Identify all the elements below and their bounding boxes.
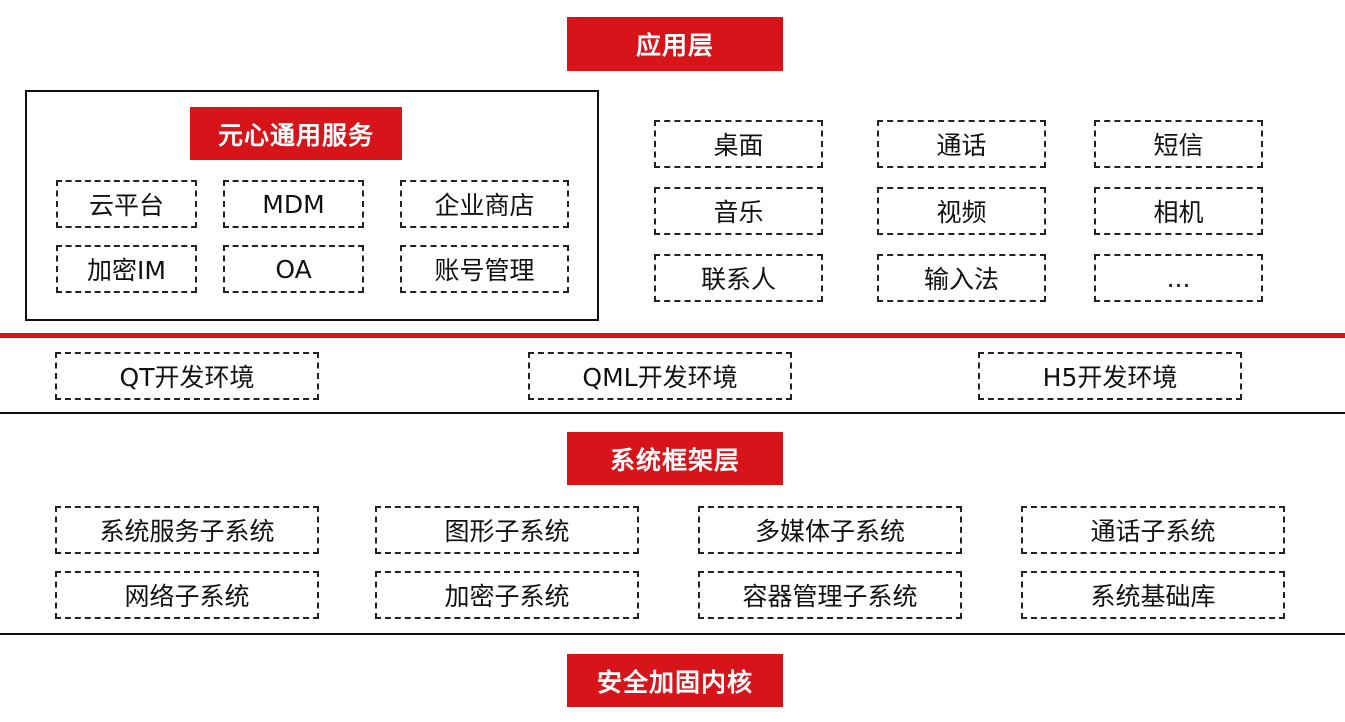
subsystem-system-services: 系统服务子系统	[55, 506, 319, 554]
app-desktop: 桌面	[654, 120, 823, 168]
app-camera: 相机	[1094, 187, 1263, 235]
app-video: 视频	[877, 187, 1046, 235]
service-enterprise-store: 企业商店	[400, 180, 569, 228]
app-input-method: 输入法	[877, 254, 1046, 302]
service-account-management: 账号管理	[400, 245, 569, 293]
yuanxin-services-title: 元心通用服务	[190, 107, 402, 160]
framework-layer-divider	[0, 633, 1345, 635]
kernel-layer-label: 安全加固内核	[567, 654, 783, 707]
subsystem-graphics: 图形子系统	[375, 506, 639, 554]
subsystem-call: 通话子系统	[1021, 506, 1285, 554]
subsystem-network: 网络子系统	[55, 571, 319, 619]
app-contacts: 联系人	[654, 254, 823, 302]
app-sms: 短信	[1094, 120, 1263, 168]
service-encrypted-im: 加密IM	[56, 245, 197, 293]
subsystem-system-base-library: 系统基础库	[1021, 571, 1285, 619]
subsystem-multimedia: 多媒体子系统	[698, 506, 962, 554]
yuanxin-services-frame	[25, 90, 599, 321]
dev-env-qt: QT开发环境	[55, 352, 319, 400]
subsystem-container-management: 容器管理子系统	[698, 571, 962, 619]
service-oa: OA	[223, 245, 364, 293]
framework-layer-label: 系统框架层	[567, 432, 783, 485]
service-cloud-platform: 云平台	[56, 180, 197, 228]
application-layer-label: 应用层	[567, 17, 783, 71]
application-layer-divider	[0, 333, 1345, 338]
app-call: 通话	[877, 120, 1046, 168]
app-music: 音乐	[654, 187, 823, 235]
dev-env-qml: QML开发环境	[528, 352, 792, 400]
service-mdm: MDM	[223, 180, 364, 228]
dev-env-divider	[0, 412, 1345, 414]
app-more: ...	[1094, 254, 1263, 302]
subsystem-encryption: 加密子系统	[375, 571, 639, 619]
dev-env-h5: H5开发环境	[978, 352, 1242, 400]
